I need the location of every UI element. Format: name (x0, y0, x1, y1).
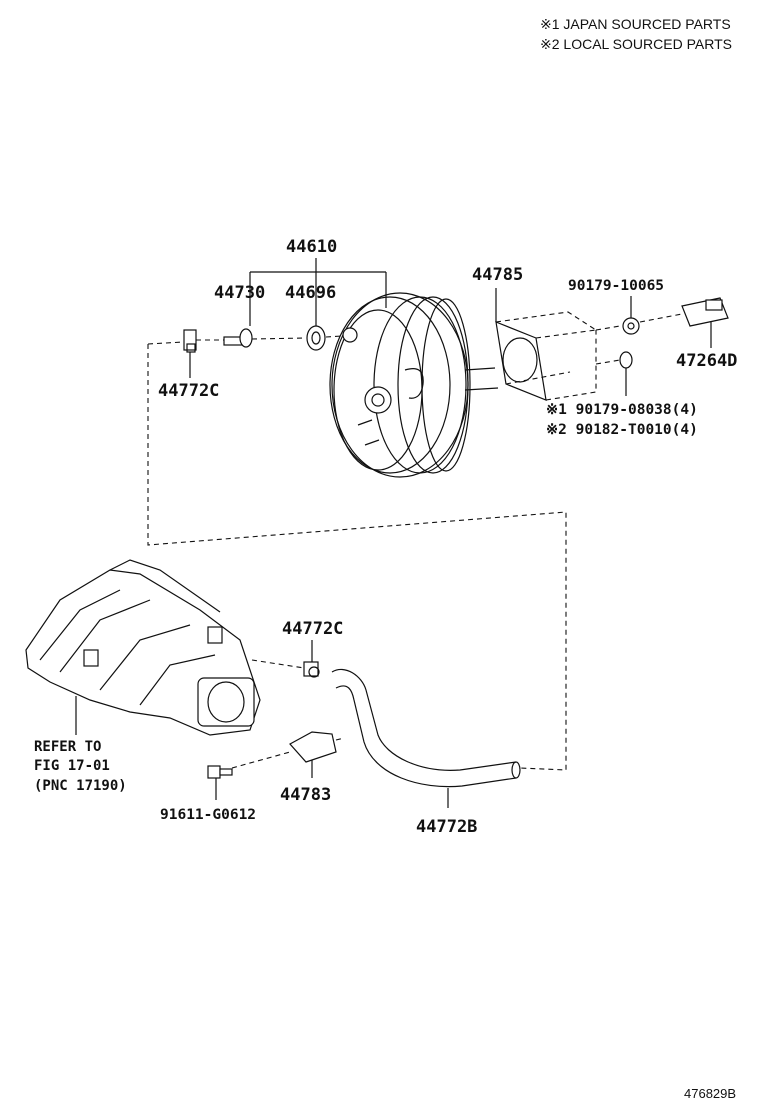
check-valve-44730[interactable] (223, 328, 253, 348)
vacuum-port (342, 327, 358, 343)
nut-90179-10065[interactable] (622, 317, 640, 335)
note-japan-sourced: ※1 JAPAN SOURCED PARTS (540, 16, 731, 32)
grommet-44696[interactable] (306, 325, 326, 351)
note-local-sourced: ※2 LOCAL SOURCED PARTS (540, 36, 732, 52)
label-44772c-mid: 44772C (282, 619, 343, 639)
hose-bracket-44783[interactable] (289, 731, 337, 763)
refer-line-2: FIG 17-01 (34, 758, 110, 774)
label-90182-t0010: ※2 90182-T0010(4) (546, 422, 698, 438)
intake-manifold (25, 559, 261, 736)
label-44610: 44610 (286, 237, 337, 257)
booster-gasket-44785[interactable] (495, 321, 547, 401)
label-44696: 44696 (285, 283, 336, 303)
brake-booster[interactable] (329, 292, 499, 478)
refer-line-3: (PNC 17190) (34, 778, 127, 794)
label-44730: 44730 (214, 283, 265, 303)
figure-id: 476829B (684, 1086, 737, 1101)
clevis-47264d[interactable] (681, 297, 729, 327)
refer-line-1: REFER TO (34, 739, 101, 755)
label-47264d: 47264D (676, 351, 737, 371)
label-44772c-top: 44772C (158, 381, 219, 401)
label-90179-10065: 90179-10065 (568, 278, 664, 294)
source-notes: ※1 JAPAN SOURCED PARTS ※2 LOCAL SOURCED … (540, 14, 732, 54)
label-90179-08038: ※1 90179-08038(4) (546, 402, 698, 418)
vacuum-hose-44772b[interactable] (331, 668, 521, 788)
hose-clip-44772c-mid[interactable] (303, 661, 320, 678)
label-44772b: 44772B (416, 817, 477, 837)
label-44785: 44785 (472, 265, 523, 285)
bolt-91611-g0612[interactable] (207, 765, 233, 779)
label-44783: 44783 (280, 785, 331, 805)
hose-clip-44772c-top[interactable] (183, 329, 197, 353)
nut-90179-08038[interactable] (619, 351, 633, 369)
label-91611-g0612: 91611-G0612 (160, 807, 256, 823)
